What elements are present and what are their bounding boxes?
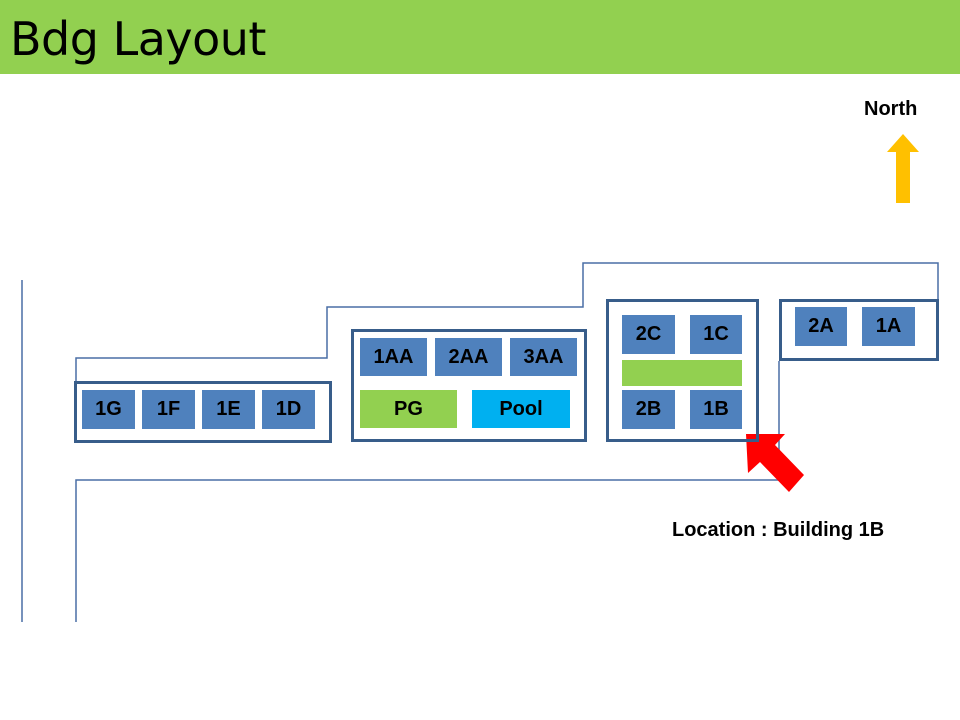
unit-3aa[interactable]: 3AA <box>510 338 577 376</box>
unit-1c[interactable]: 1C <box>690 315 742 354</box>
location-pointer-arrow-icon <box>746 434 804 492</box>
page-title: Bdg Layout <box>10 12 266 66</box>
pool-area[interactable]: Pool <box>472 390 570 428</box>
building-block-aa <box>351 329 587 442</box>
unit-1a[interactable]: 1A <box>862 307 915 346</box>
road-line-north <box>75 262 939 383</box>
road-lines <box>21 262 939 622</box>
road-line-south <box>75 361 780 622</box>
unit-1b[interactable]: 1B <box>690 390 742 429</box>
north-label: North <box>864 98 918 120</box>
unit-2a[interactable]: 2A <box>795 307 847 346</box>
unit-2c[interactable]: 2C <box>622 315 675 354</box>
building-block-1g-1d <box>74 381 332 443</box>
playground-area[interactable]: PG <box>360 390 457 428</box>
unit-1d[interactable]: 1D <box>262 390 315 429</box>
unit-1e[interactable]: 1E <box>202 390 255 429</box>
unit-1g[interactable]: 1G <box>82 390 135 429</box>
building-block-a <box>779 299 939 361</box>
unit-2aa[interactable]: 2AA <box>435 338 502 376</box>
header-bar: Bdg Layout <box>0 0 960 74</box>
location-label: Location : Building 1B <box>672 519 885 541</box>
unit-1f[interactable]: 1F <box>142 390 195 429</box>
garden-strip <box>622 360 742 386</box>
north-arrow-icon <box>887 134 919 203</box>
unit-1aa[interactable]: 1AA <box>360 338 427 376</box>
building-block-b-c <box>606 299 759 442</box>
unit-2b[interactable]: 2B <box>622 390 675 429</box>
